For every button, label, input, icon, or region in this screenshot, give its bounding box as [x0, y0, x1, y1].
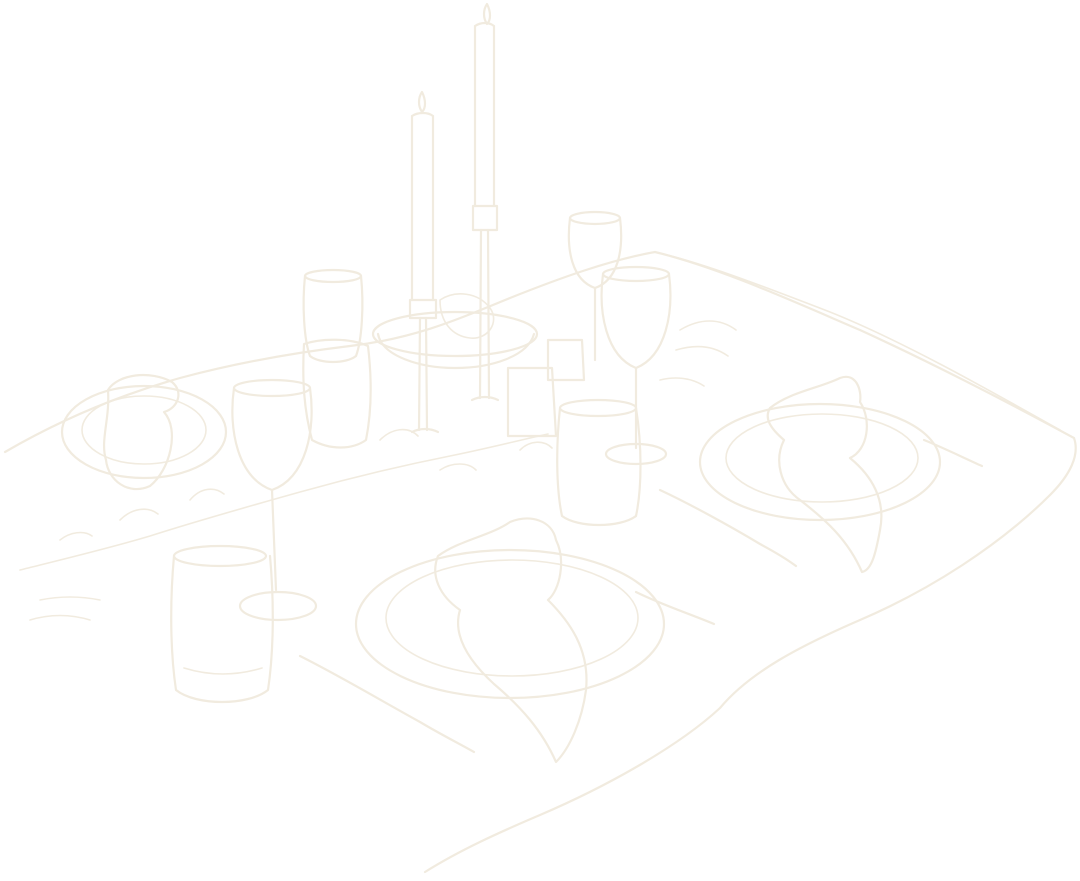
plate-left [60, 374, 228, 491]
wine-glass-left [231, 378, 318, 622]
cutlery [298, 438, 984, 754]
tumbler-front-left [170, 544, 274, 704]
plate-front [354, 517, 666, 764]
tumbler-center [556, 398, 642, 527]
greenery-garland [19, 320, 737, 621]
centre-dish [371, 293, 539, 370]
wine-glass-center [600, 265, 672, 466]
tumbler-back-left [302, 268, 364, 364]
small-candle-holders [302, 338, 586, 449]
tablecloth [3, 250, 1077, 874]
candlestick-right [470, 2, 500, 402]
plate-right [698, 375, 942, 574]
candlestick-left [408, 90, 440, 434]
wine-glass-back [567, 210, 623, 362]
